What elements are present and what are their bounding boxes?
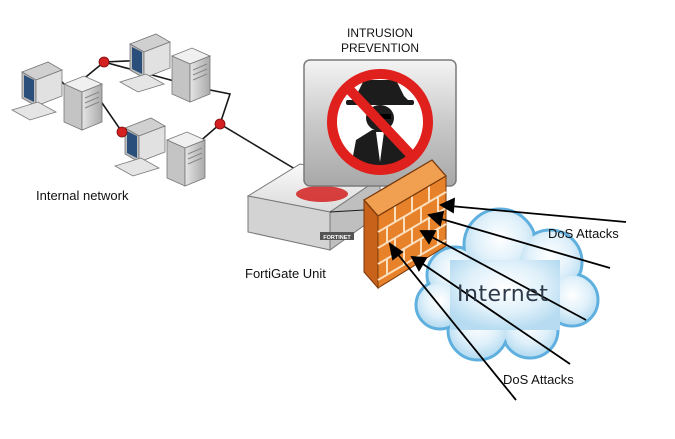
attack-arrow bbox=[388, 242, 517, 401]
attack-arrow bbox=[410, 255, 571, 365]
firewall-icon bbox=[363, 159, 447, 290]
title-line-1: INTRUSION bbox=[347, 26, 413, 40]
computer-icon bbox=[11, 61, 103, 131]
device-link bbox=[329, 209, 365, 213]
dos-attacks-label-top: DoS Attacks bbox=[548, 226, 619, 241]
dos-attacks-label-bottom: DoS Attacks bbox=[503, 372, 574, 387]
internet-label: Internet bbox=[457, 282, 549, 307]
computer-icon bbox=[119, 33, 211, 103]
fortigate-label: FortiGate Unit bbox=[245, 266, 326, 281]
internal-network-label: Internal network bbox=[36, 188, 129, 203]
attack-arrow bbox=[427, 210, 611, 269]
intrusion-prevention-icon bbox=[303, 59, 457, 187]
attack-arrow bbox=[419, 230, 587, 321]
link-dots bbox=[98, 56, 226, 138]
title-line-2: PREVENTION bbox=[340, 41, 419, 55]
cloud-icon bbox=[414, 207, 600, 362]
attack-arrow bbox=[439, 197, 627, 223]
computer-icon bbox=[114, 117, 206, 187]
link-dot bbox=[98, 56, 110, 68]
attack-arrows bbox=[388, 197, 627, 401]
link-dot bbox=[116, 126, 128, 138]
diagram-title: INTRUSION PREVENTION bbox=[330, 26, 430, 56]
device-brand: FORTINET bbox=[323, 235, 351, 241]
link-dot bbox=[214, 118, 226, 130]
